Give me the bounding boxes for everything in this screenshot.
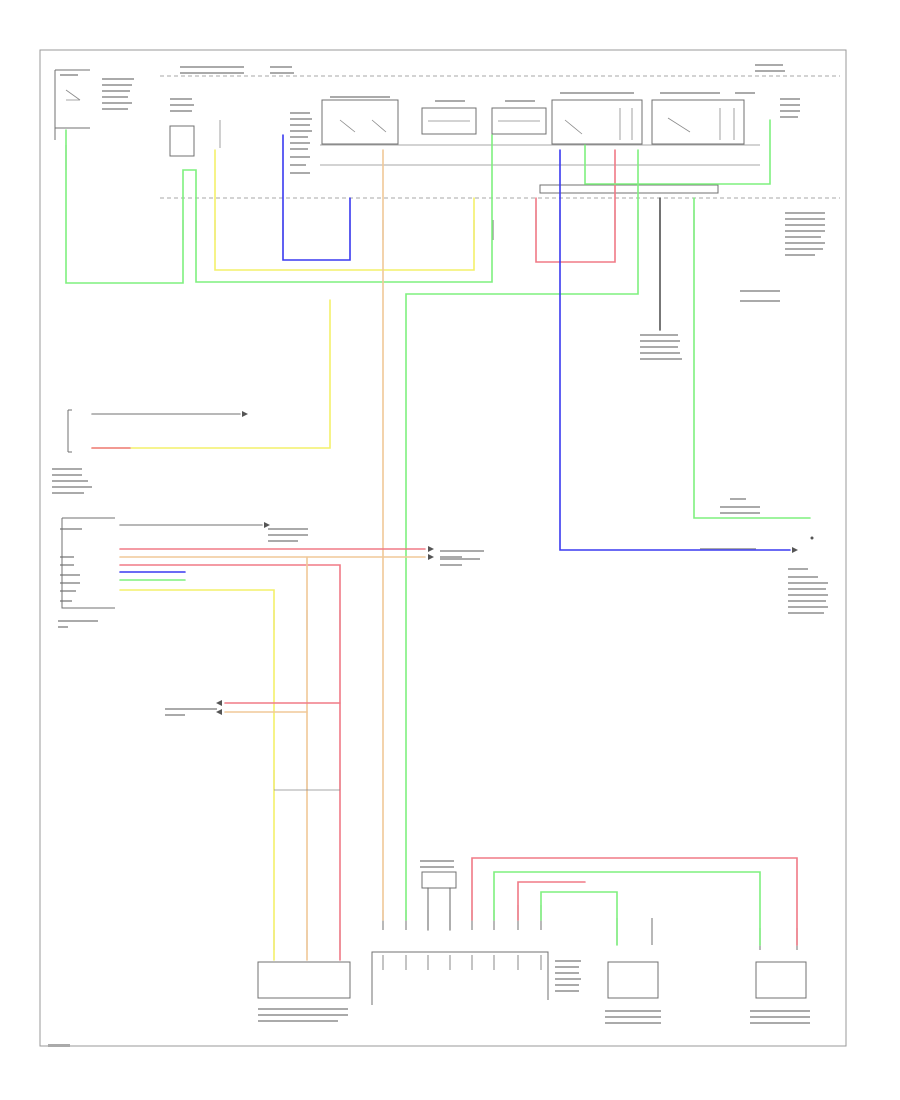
module-bottom-right-1	[607, 961, 659, 999]
relay-box-2	[551, 99, 643, 145]
top-left-switch	[65, 89, 81, 101]
label-marks	[48, 64, 828, 1047]
diagram-frame	[39, 49, 847, 1047]
wire-pink-bottom	[471, 857, 798, 946]
wire-green-relay	[584, 119, 771, 185]
wire-green-bottom	[493, 871, 761, 946]
wire-yellow-top	[214, 149, 475, 271]
relay-box-1-switch	[339, 119, 387, 133]
relay-box-1	[321, 99, 399, 145]
wire-blue-long	[559, 149, 791, 551]
wire-yellow-long	[91, 299, 331, 449]
arrow-heads	[216, 411, 814, 715]
connector-ticks	[65, 145, 798, 950]
bottom-mini-connector	[421, 871, 457, 889]
relay-box-3-switch	[667, 108, 735, 140]
bottom-pin-marks	[382, 955, 542, 970]
fuse-box-1	[421, 107, 477, 135]
wire-green-bottom-2	[540, 891, 618, 946]
wire-pink-short	[535, 149, 616, 263]
wire-pink-lower-2	[119, 564, 341, 961]
module-bottom-center	[371, 951, 549, 1005]
wire-blue-short	[282, 134, 351, 261]
relay-box-3	[651, 99, 745, 145]
wire-green-long	[405, 149, 639, 921]
wire-yellow-lower	[119, 589, 275, 961]
wire-green-right	[693, 197, 811, 519]
module-box-top-left	[169, 125, 195, 157]
module-bottom-left	[257, 961, 351, 999]
module-left-upper	[67, 409, 72, 453]
relay-box-3-bracket	[539, 184, 719, 194]
relay-box-2-switch	[564, 108, 633, 140]
module-bottom-right-2	[755, 961, 807, 999]
top-left-connector	[54, 69, 90, 140]
fuse-box-2	[491, 107, 547, 135]
wire-green-left-loop	[65, 129, 493, 284]
wire-pink-bottom-2	[517, 881, 586, 921]
module-left-lower	[61, 517, 115, 609]
